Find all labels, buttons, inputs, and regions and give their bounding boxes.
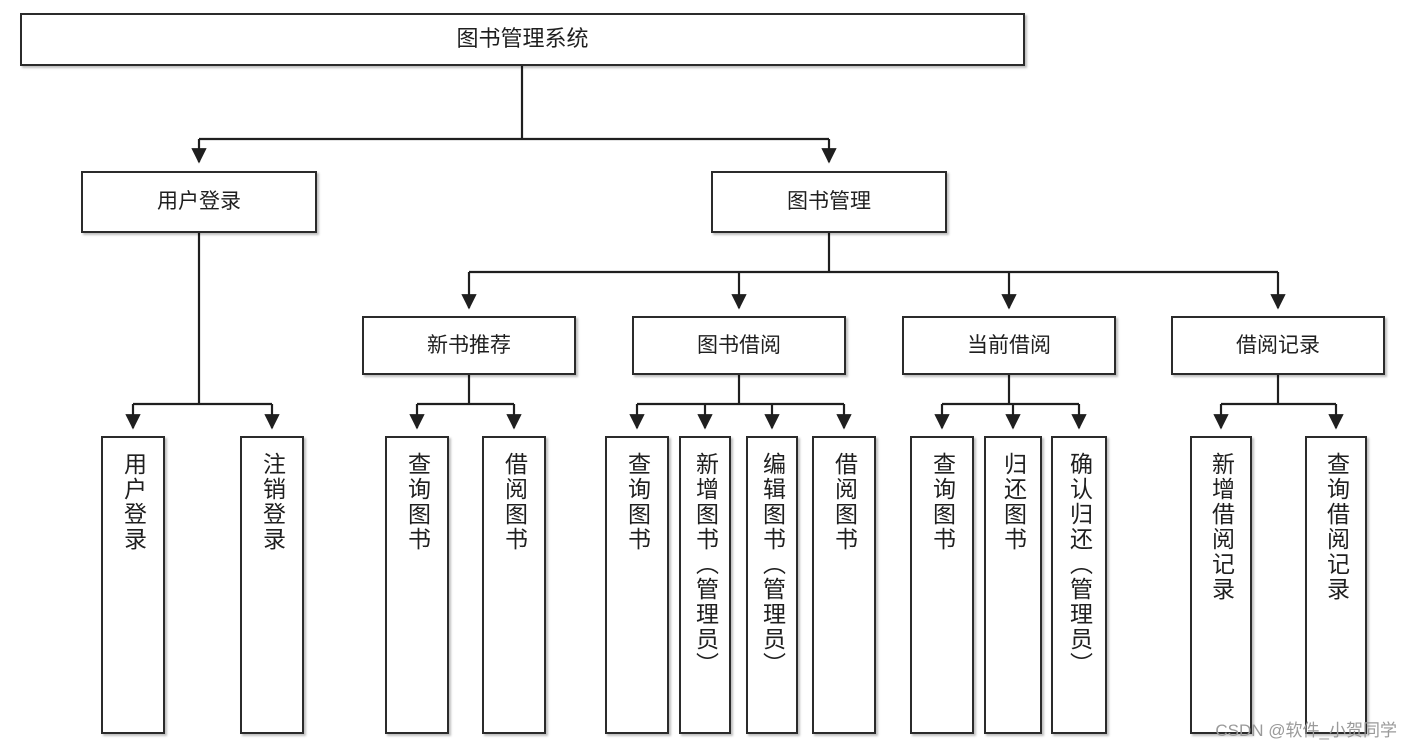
node-leaf-add-book[interactable]: 新增图书（管理员） xyxy=(679,436,731,734)
node-leaf-edit-book[interactable]: 编辑图书（管理员） xyxy=(746,436,798,734)
node-label: 编辑图书（管理员） xyxy=(759,452,786,677)
node-user-login[interactable]: 用户登录 xyxy=(81,171,317,233)
node-new-book-rec[interactable]: 新书推荐 xyxy=(362,316,576,375)
node-book-borrow[interactable]: 图书借阅 xyxy=(632,316,846,375)
node-label: 新增图书（管理员） xyxy=(692,452,719,677)
node-label: 查询图书 xyxy=(404,452,431,552)
node-leaf-query-book-2[interactable]: 查询图书 xyxy=(605,436,669,734)
node-label: 借阅图书 xyxy=(501,452,528,552)
node-label: 查询图书 xyxy=(624,452,651,552)
node-label: 用户登录 xyxy=(157,190,241,214)
node-leaf-query-book-3[interactable]: 查询图书 xyxy=(910,436,974,734)
node-leaf-confirm-return[interactable]: 确认归还（管理员） xyxy=(1051,436,1107,734)
node-label: 图书借阅 xyxy=(697,333,781,357)
node-label: 注销登录 xyxy=(259,452,286,552)
node-leaf-query-book-1[interactable]: 查询图书 xyxy=(385,436,449,734)
node-leaf-borrow-book-1[interactable]: 借阅图书 xyxy=(482,436,546,734)
node-leaf-query-record[interactable]: 查询借阅记录 xyxy=(1305,436,1367,734)
node-label: 新书推荐 xyxy=(427,333,511,357)
node-label: 查询借阅记录 xyxy=(1323,452,1350,602)
csdn-watermark: CSDN @软件_小贺同学 xyxy=(1215,721,1397,740)
node-book-manage[interactable]: 图书管理 xyxy=(711,171,947,233)
node-current-borrow[interactable]: 当前借阅 xyxy=(902,316,1116,375)
node-leaf-user-login[interactable]: 用户登录 xyxy=(101,436,165,734)
node-label: 借阅图书 xyxy=(831,452,858,552)
node-leaf-add-record[interactable]: 新增借阅记录 xyxy=(1190,436,1252,734)
node-label: 用户登录 xyxy=(120,452,147,552)
node-leaf-user-logout[interactable]: 注销登录 xyxy=(240,436,304,734)
node-root-system[interactable]: 图书管理系统 xyxy=(20,13,1025,66)
node-leaf-borrow-book-2[interactable]: 借阅图书 xyxy=(812,436,876,734)
node-label: 借阅记录 xyxy=(1236,333,1320,357)
node-label: 归还图书 xyxy=(1000,452,1027,552)
node-label: 查询图书 xyxy=(929,452,956,552)
node-label: 确认归还（管理员） xyxy=(1066,452,1093,677)
node-borrow-record[interactable]: 借阅记录 xyxy=(1171,316,1385,375)
node-label: 图书管理 xyxy=(787,190,871,214)
node-label: 当前借阅 xyxy=(967,333,1051,357)
node-label: 图书管理系统 xyxy=(456,26,589,52)
node-label: 新增借阅记录 xyxy=(1208,452,1235,602)
node-leaf-return-book[interactable]: 归还图书 xyxy=(984,436,1042,734)
